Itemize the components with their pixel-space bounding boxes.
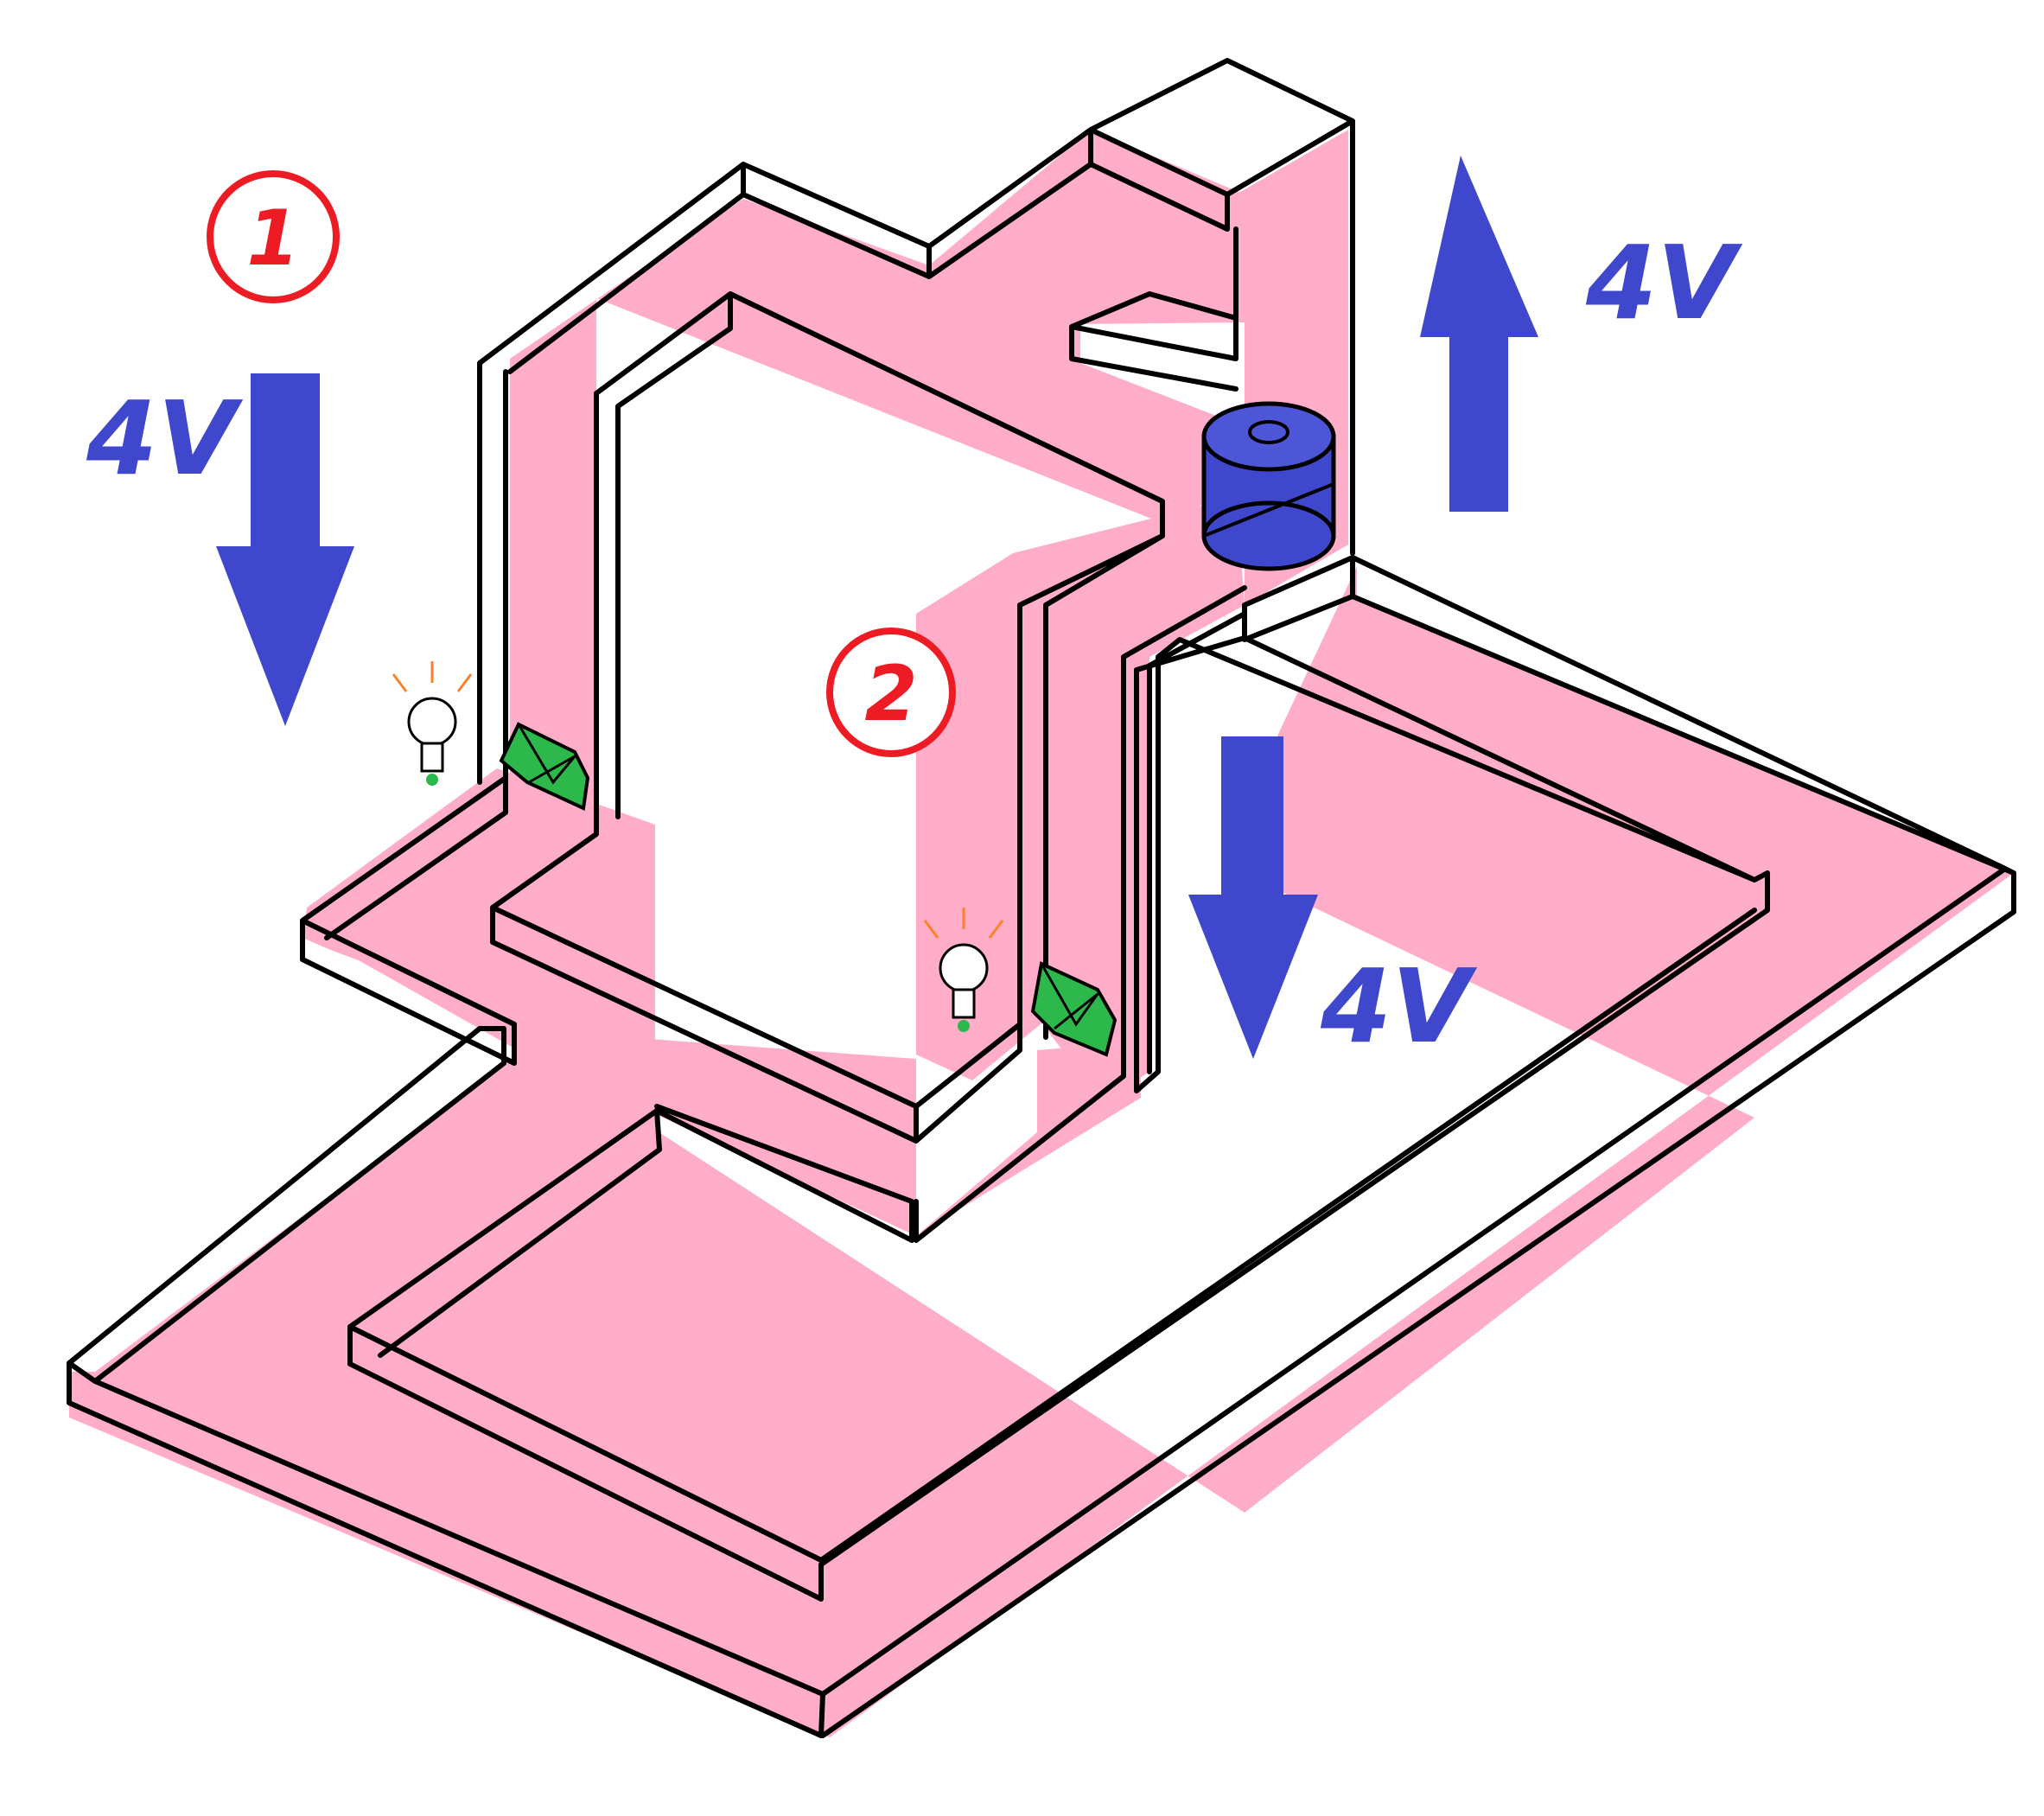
loop-number-text: 2 (864, 649, 917, 738)
center-under-outline (914, 585, 1247, 1243)
resistor-icon (499, 722, 590, 811)
battery-icon (1201, 401, 1336, 571)
voltage-label-loop-2: 4V (1320, 946, 1478, 1066)
light-bulb-icon (923, 908, 1004, 1032)
voltage-label-loop-1: 4V (86, 379, 244, 498)
left-inner-outline (490, 291, 1165, 1144)
arrow-down-icon (1188, 736, 1318, 1059)
arrow-down-icon (216, 373, 354, 726)
light-bulb-icon (392, 661, 473, 786)
loop-label-1: 1 (207, 170, 340, 303)
left-lower-wire (307, 787, 588, 1046)
loop-label-2: 2 (826, 628, 956, 757)
battery-lower-wire (1041, 484, 1245, 1102)
resistor-icon (1030, 961, 1118, 1057)
left-riser-outline (477, 58, 1355, 785)
inner-lower-outline (347, 908, 1757, 1563)
arrow-up-icon (1420, 156, 1538, 512)
wire-outlines (67, 58, 2016, 1738)
voltage-label-source: 4V (1585, 223, 1743, 342)
left-riser-wire (501, 130, 1245, 1080)
left-step-outline (300, 775, 517, 1066)
loop-number-text: 1 (246, 194, 299, 283)
outer-floor-outline (67, 555, 2016, 1738)
